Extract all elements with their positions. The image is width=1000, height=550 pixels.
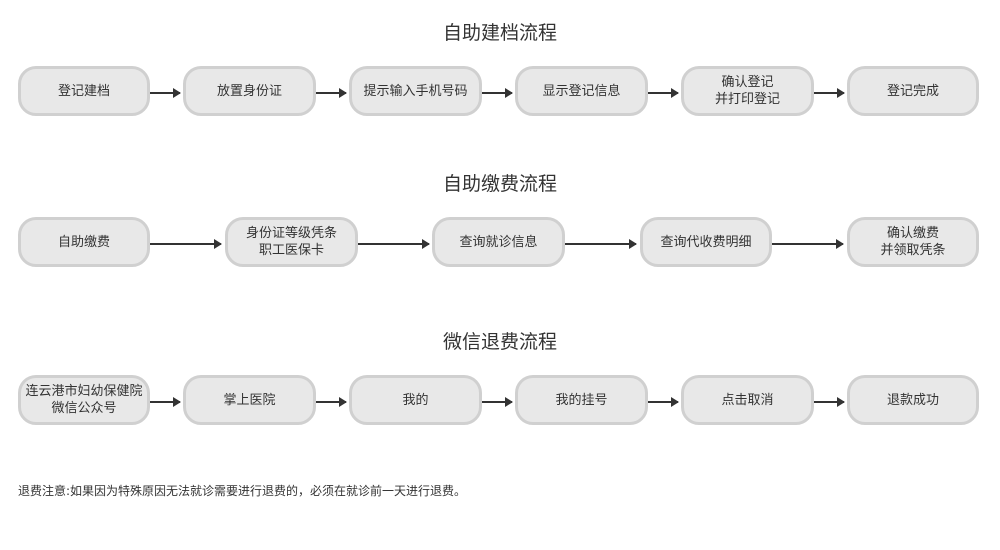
flow3-arrow-3 <box>482 397 513 407</box>
refund-note: 退费注意:如果因为特殊原因无法就诊需要进行退费的，必须在就诊前一天进行退费。 <box>18 484 467 498</box>
flow2-title: 自助缴费流程 <box>442 173 557 195</box>
flow2-step-confirm-receipt: 确认缴费 并领取凭条 <box>847 217 979 267</box>
flow3-arrow-2 <box>316 397 347 407</box>
flow1-step-show-info: 显示登记信息 <box>515 66 648 116</box>
flow3-step-my-registration: 我的挂号 <box>515 375 648 425</box>
flow1-row: 登记建档 放置身份证 提示输入手机号码 显示登记信息 确认登记 并打印登记 登记… <box>0 66 1000 122</box>
flow1-step-complete: 登记完成 <box>847 66 979 116</box>
flow1-arrow-5 <box>814 88 845 98</box>
flow3-step-click-cancel: 点击取消 <box>681 375 814 425</box>
flow2-step-id-card: 身份证等级凭条 职工医保卡 <box>225 217 358 267</box>
flow3-step-mine: 我的 <box>349 375 482 425</box>
flow3-title: 微信退费流程 <box>442 331 557 353</box>
flow1-arrow-4 <box>648 88 679 98</box>
flow1-step-place-id: 放置身份证 <box>183 66 316 116</box>
flow2-arrow-1 <box>150 239 222 249</box>
flow3-step-wechat-account: 连云港市妇幼保健院 微信公众号 <box>18 375 150 425</box>
flow1-step-enter-phone: 提示输入手机号码 <box>349 66 482 116</box>
flow1-title: 自助建档流程 <box>442 22 557 44</box>
flow1-step-register: 登记建档 <box>18 66 150 116</box>
flow2-arrow-2 <box>358 239 430 249</box>
flow2-arrow-3 <box>565 239 637 249</box>
flow1-arrow-2 <box>316 88 347 98</box>
flow1-arrow-3 <box>482 88 513 98</box>
flow3-step-mobile-hospital: 掌上医院 <box>183 375 316 425</box>
flow3-step-refund-success: 退款成功 <box>847 375 979 425</box>
flow3-arrow-4 <box>648 397 679 407</box>
flow2-step-query-visit: 查询就诊信息 <box>432 217 565 267</box>
flow2-step-self-pay: 自助缴费 <box>18 217 150 267</box>
flow2-arrow-4 <box>772 239 844 249</box>
flow1-step-confirm-print: 确认登记 并打印登记 <box>681 66 814 116</box>
flow2-step-query-fees: 查询代收费明细 <box>640 217 772 267</box>
flow1-arrow-1 <box>150 88 181 98</box>
flow3-arrow-5 <box>814 397 845 407</box>
flow3-arrow-1 <box>150 397 181 407</box>
flow2-row: 自助缴费 身份证等级凭条 职工医保卡 查询就诊信息 查询代收费明细 确认缴费 并… <box>0 217 1000 273</box>
flow3-row: 连云港市妇幼保健院 微信公众号 掌上医院 我的 我的挂号 点击取消 退款成功 <box>0 375 1000 431</box>
